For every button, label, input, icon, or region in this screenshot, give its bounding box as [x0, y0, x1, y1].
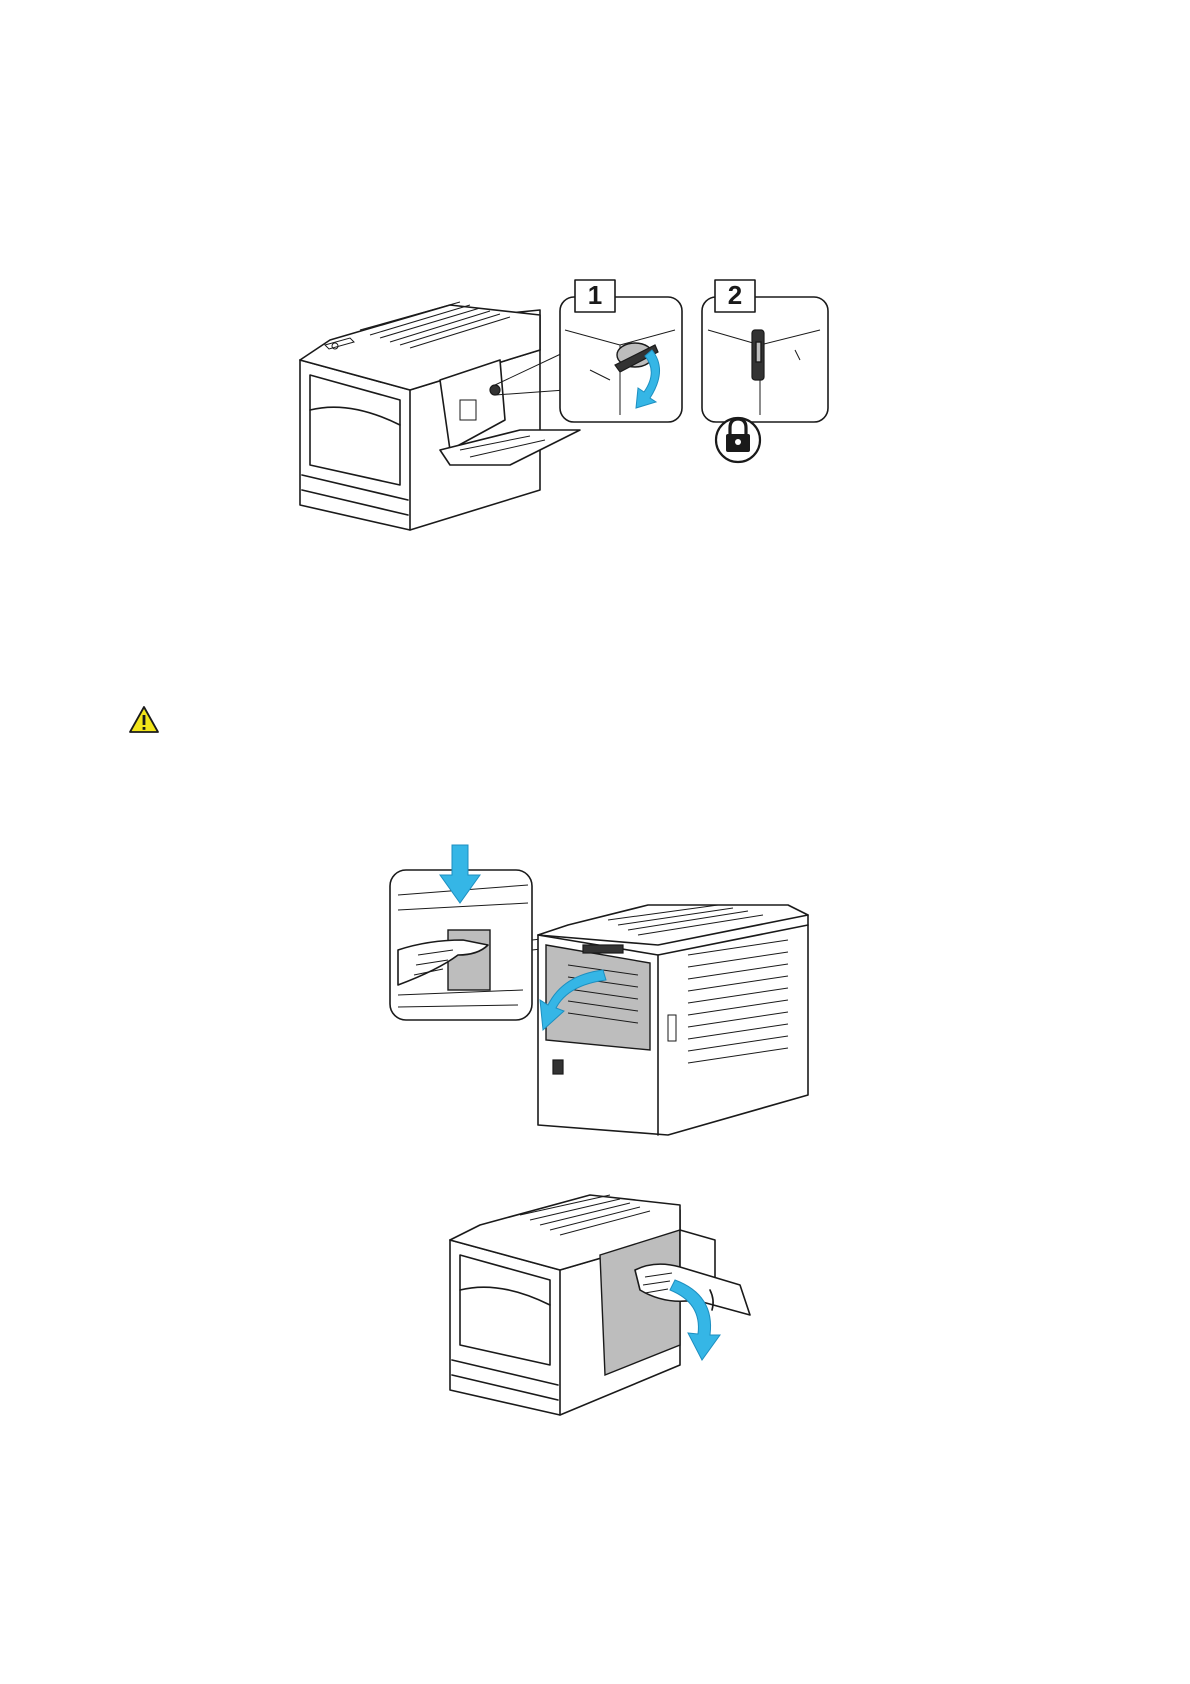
callout-1: 1: [560, 280, 682, 422]
callout-2-number: 2: [728, 280, 742, 310]
caution-warning: [128, 705, 160, 735]
callout-2: 2: [702, 280, 828, 462]
printer-rear-illustration: [538, 905, 808, 1135]
callout-1-number: 1: [588, 280, 602, 310]
printer-illustration: [300, 302, 580, 530]
figure-rear-door-open: [388, 845, 818, 1145]
lock-icon: [716, 418, 760, 462]
figure-close-side-panel: [440, 1185, 760, 1425]
warning-triangle-icon: [130, 707, 158, 732]
printer-front-illustration: [450, 1195, 715, 1415]
figure-printer-side-panel: 1 2: [290, 290, 910, 560]
